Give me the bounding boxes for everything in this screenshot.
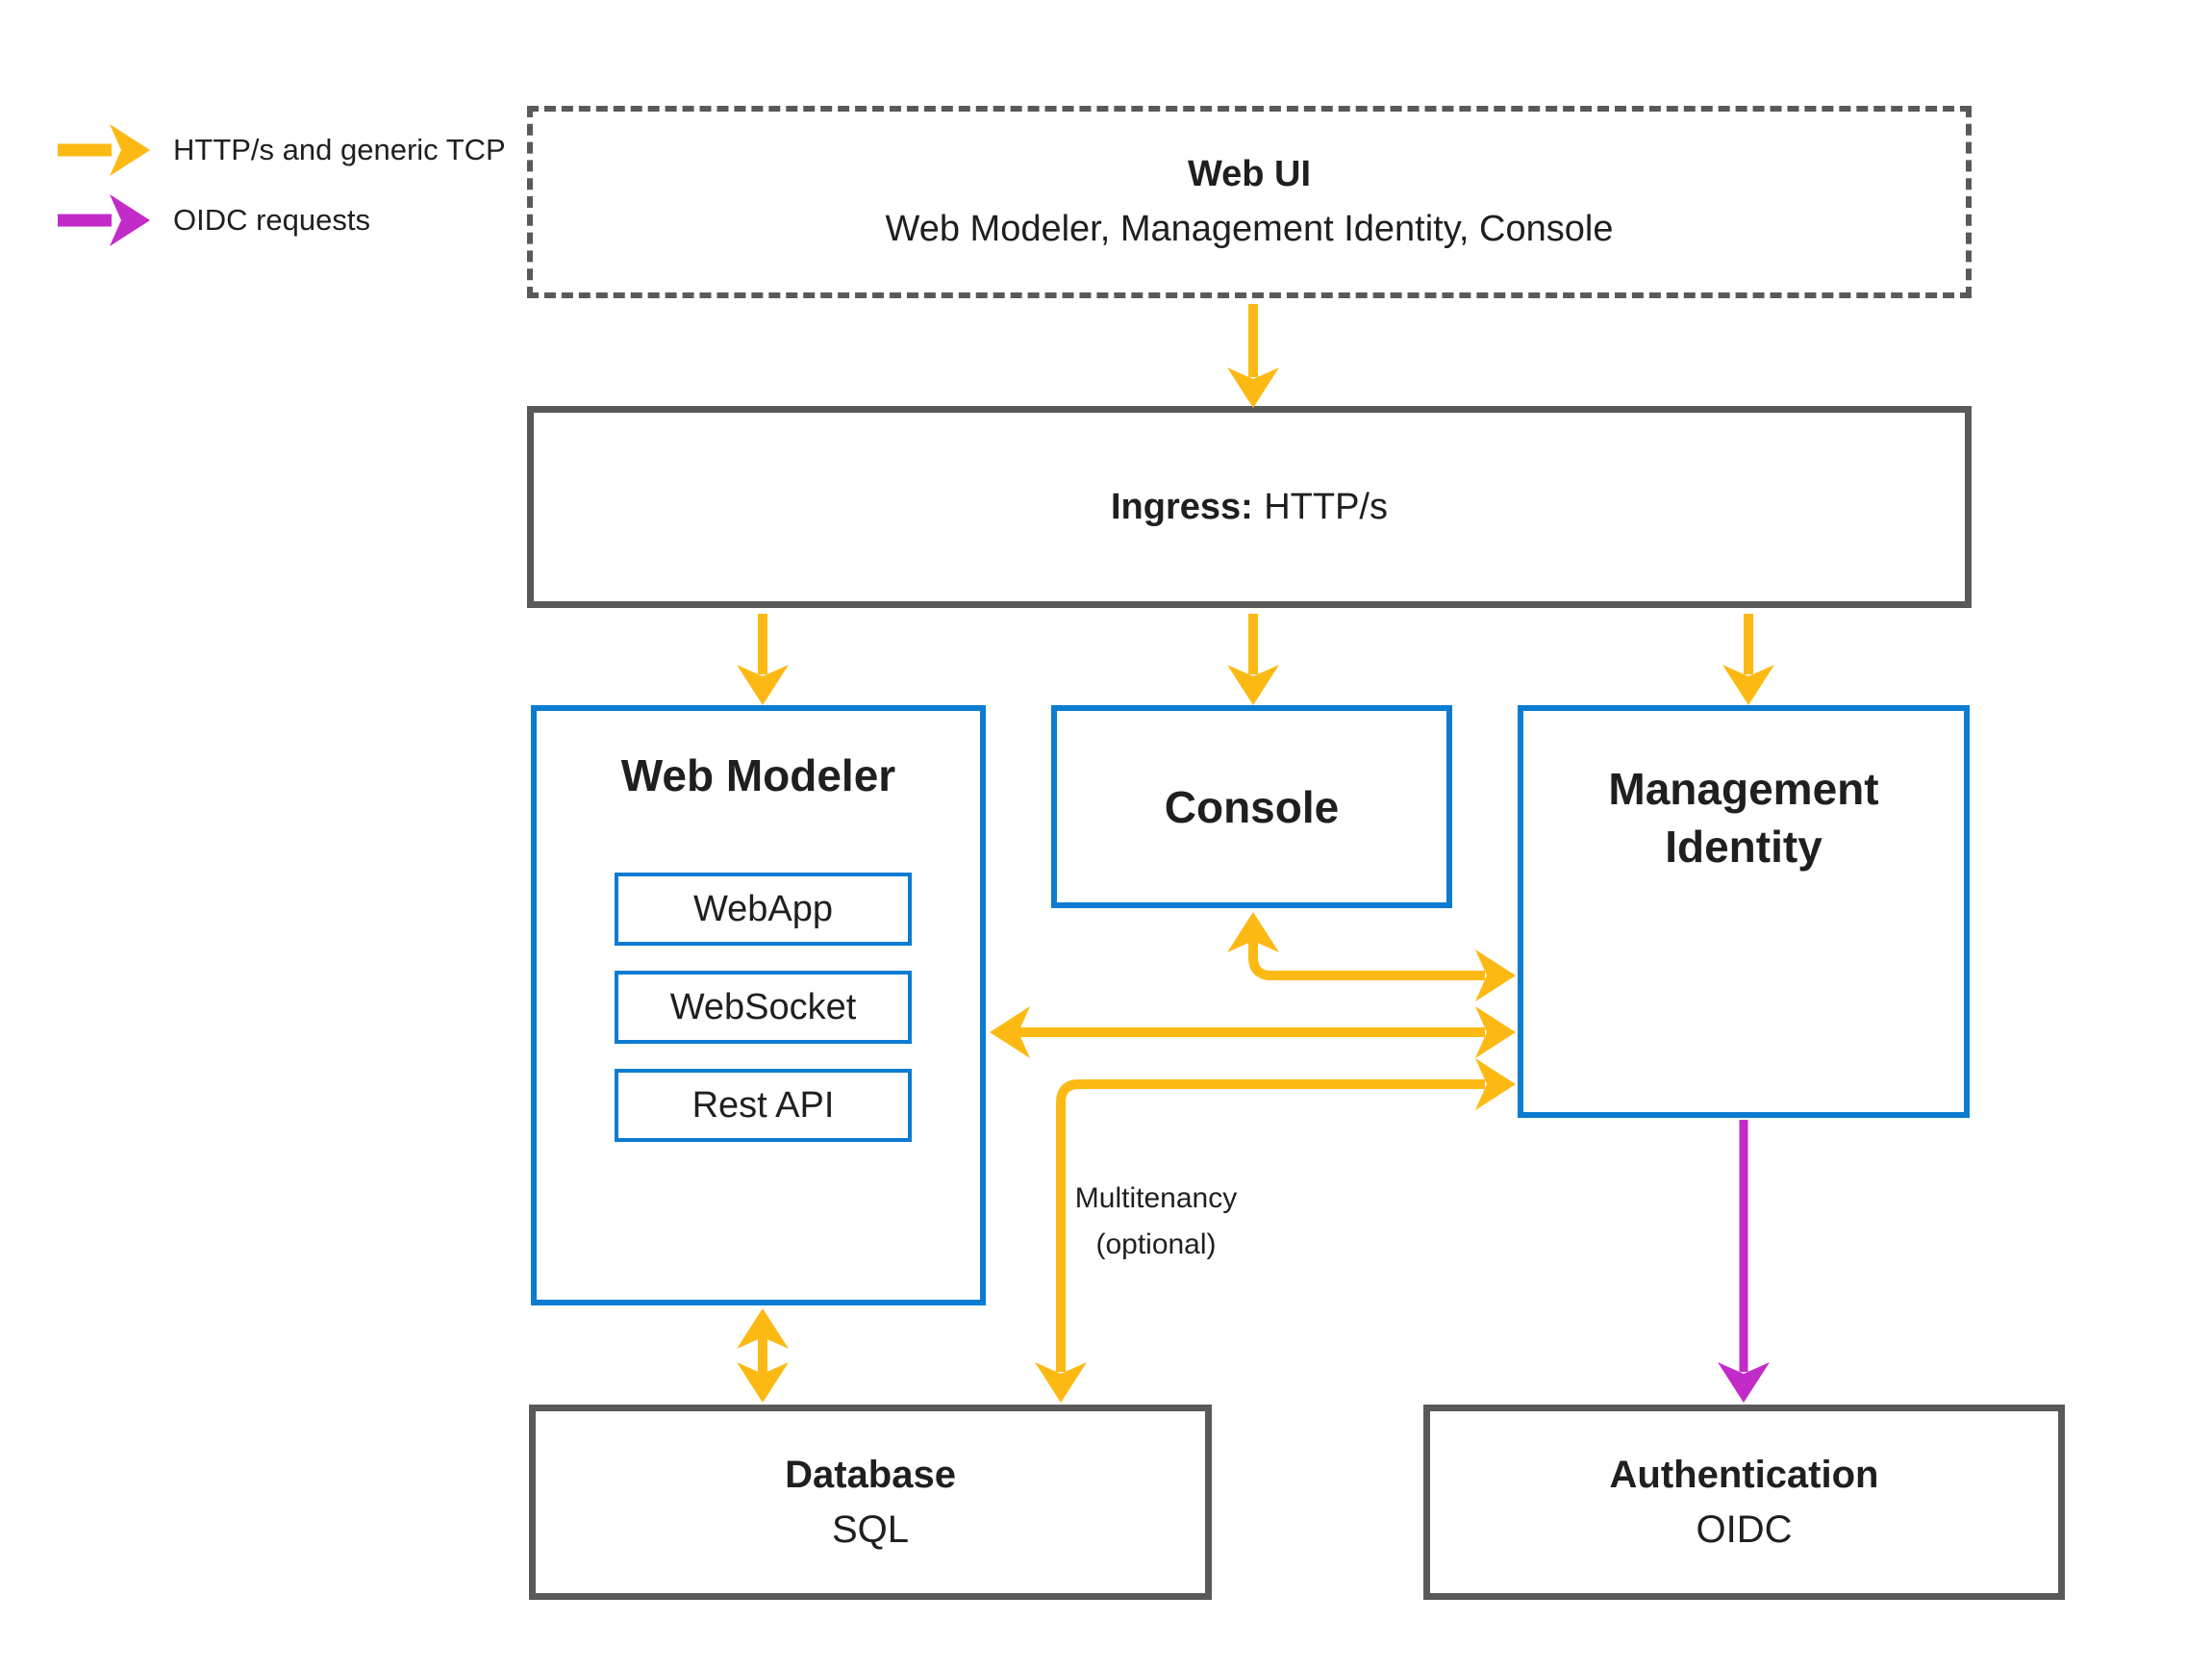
ingress-label: Ingress: (1111, 486, 1253, 527)
node-console: Console (1051, 705, 1452, 908)
webapp-label: WebApp (692, 888, 834, 929)
arrow-ingress-to-web-modeler (737, 614, 789, 705)
http-arrow-icon (58, 124, 150, 176)
arrow-web-modeler-database (737, 1308, 789, 1403)
legend-item-http-tcp: HTTP/s and generic TCP (56, 122, 506, 178)
arrow-webui-to-ingress (1227, 304, 1279, 408)
legend-label-oidc: OIDC requests (173, 203, 371, 237)
websocket-label: WebSocket (669, 986, 857, 1027)
management-identity-title: Management Identity (1608, 764, 1879, 872)
node-web-ui: Web UI Web Modeler, Management Identity,… (527, 106, 1972, 298)
node-ingress: Ingress: HTTP/s (527, 406, 1972, 608)
node-web-modeler: Web Modeler WebApp WebSocket Rest API (531, 705, 986, 1305)
multitenancy-line2: (optional) (1095, 1229, 1217, 1260)
arrow-web-modeler-management-identity (990, 1006, 1516, 1058)
arrow-ingress-to-management-identity (1722, 614, 1774, 705)
database-title: Database (785, 1453, 956, 1496)
legend-item-oidc: OIDC requests (56, 192, 370, 248)
database-subtitle: SQL (831, 1507, 910, 1551)
web-ui-subtitle: Web Modeler, Management Identity, Consol… (885, 209, 1614, 249)
node-websocket: WebSocket (615, 971, 912, 1044)
web-ui-title: Web UI (1187, 154, 1312, 194)
legend-label-http-tcp: HTTP/s and generic TCP (173, 133, 506, 166)
web-modeler-title: Web Modeler (620, 750, 896, 800)
authentication-subtitle: OIDC (1696, 1507, 1793, 1551)
rest-api-label: Rest API (691, 1084, 835, 1126)
node-database: Database SQL (529, 1405, 1212, 1600)
authentication-title: Authentication (1609, 1453, 1879, 1496)
arrow-console-management-identity (1227, 912, 1516, 1001)
ingress-protocol: HTTP/s (1264, 486, 1388, 527)
multitenancy-annotation: Multitenancy (optional) (1050, 1176, 1262, 1268)
node-authentication: Authentication OIDC (1423, 1405, 2065, 1600)
node-rest-api: Rest API (615, 1069, 912, 1142)
oidc-arrow-icon (58, 194, 150, 246)
node-management-identity: Management Identity (1518, 705, 1970, 1118)
console-title: Console (1164, 781, 1340, 832)
arrow-ingress-to-console (1227, 614, 1279, 705)
multitenancy-line1: Multitenancy (1074, 1182, 1238, 1214)
node-webapp: WebApp (615, 873, 912, 946)
arrow-management-identity-to-authentication-oidc (1718, 1120, 1770, 1403)
